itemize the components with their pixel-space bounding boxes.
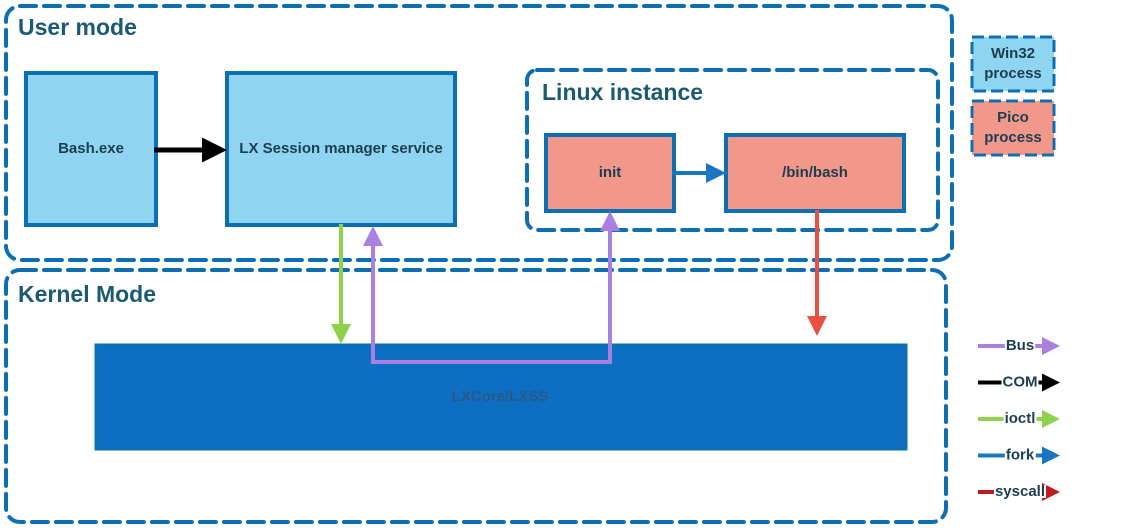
kernel-mode-title: Kernel Mode [18, 281, 156, 307]
key-pico-line2: process [984, 129, 1042, 146]
legend-syscall-arrowhead [1042, 483, 1060, 501]
bin-bash-label: /bin/bash [782, 164, 848, 181]
key-pico-line1: Pico [997, 109, 1029, 126]
init-label: init [599, 164, 622, 181]
legend-syscall-label: syscall [995, 483, 1045, 500]
legend-syscall-label-bg [993, 484, 1047, 498]
bash-exe-box: Bash.exe [24, 71, 158, 227]
legend-fork-label: fork [1006, 446, 1035, 463]
key-win32-line2: process [984, 65, 1042, 82]
legend-ioctl-arrowhead [1042, 410, 1060, 428]
key-win32-line1: Win32 [991, 45, 1035, 62]
legend-fork-arrowhead [1042, 446, 1060, 465]
legend-ioctl-label-bg [1003, 411, 1037, 425]
bin-bash-box: /bin/bash [724, 133, 906, 213]
bus-arrow [363, 211, 620, 364]
legend-ioctl-label: ioctl [1005, 410, 1036, 427]
legend-item-syscall: syscall [978, 483, 1060, 501]
legend-item-com: COM [978, 373, 1060, 392]
legend-com-arrowhead [1042, 373, 1060, 392]
legend-bus-label: Bus [1006, 337, 1034, 354]
key-pico-process: Pico process [970, 99, 1056, 157]
legend-item-ioctl: ioctl [978, 410, 1060, 428]
user-mode-zone [4, 4, 954, 262]
lxcore-label: LXCore/LXSS [452, 388, 549, 405]
kernel-mode-zone [4, 268, 948, 524]
legend-bus-label-bg [1004, 338, 1036, 352]
legend-com-label-bg [1001, 375, 1039, 389]
lx-session-manager-label: LX Session manager service [239, 140, 442, 157]
key-win32-process: Win32 process [970, 35, 1056, 93]
bash-exe-label: Bash.exe [58, 140, 124, 157]
linux-instance-title: Linux instance [542, 79, 703, 105]
linux-instance-zone [525, 68, 940, 232]
user-mode-title: User mode [18, 14, 137, 40]
lx-session-manager-box: LX Session manager service [225, 71, 457, 227]
legend-item-fork: fork [978, 446, 1060, 465]
legend-fork-label-bg [1004, 448, 1036, 462]
legend-com-label: COM [1003, 373, 1038, 390]
legend-item-bus: Bus [978, 337, 1060, 355]
init-box: init [544, 133, 676, 213]
legend-bus-arrowhead [1042, 337, 1060, 355]
